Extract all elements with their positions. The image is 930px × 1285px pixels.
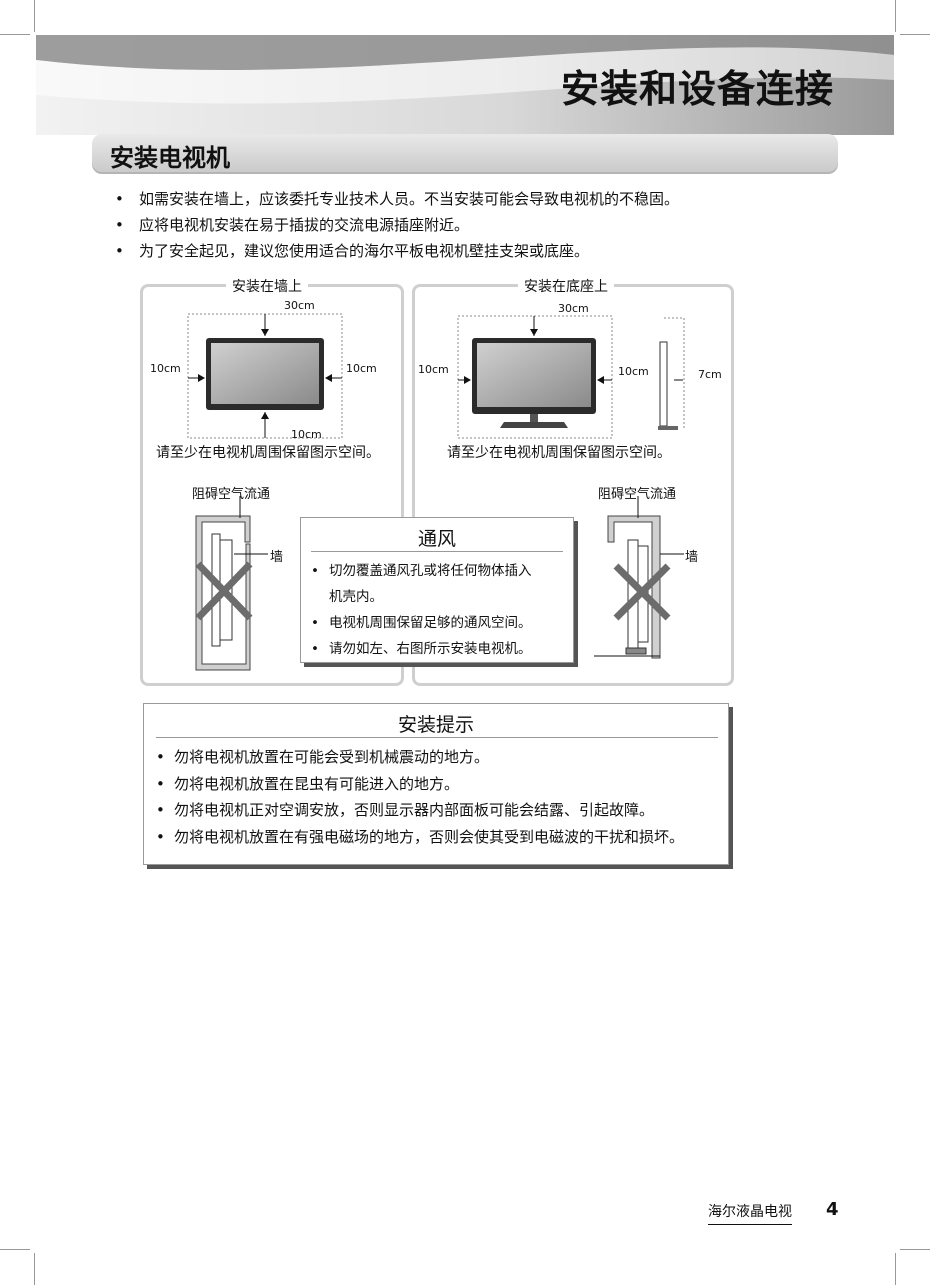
ventilation-box: 通风 切勿覆盖通风孔或将任何物体插入 机壳内。 电视机周围保留足够的通风空间。 … [300, 517, 574, 663]
stand-wall-label: 墙 [685, 550, 699, 565]
stand-panel-title: 安装在底座上 [518, 276, 614, 296]
divider [156, 737, 718, 738]
crop-mark [34, 0, 35, 32]
wall-right-clearance: 10cm [346, 362, 377, 375]
stand-left-clearance: 10cm [418, 363, 449, 376]
divider [311, 551, 563, 552]
stand-rear-clearance: 7cm [698, 368, 722, 381]
list-item: 切勿覆盖通风孔或将任何物体插入 [311, 558, 567, 584]
crop-mark [900, 34, 930, 35]
wall-clearance-diagram [187, 313, 343, 671]
list-item: 电视机周围保留足够的通风空间。 [311, 610, 567, 636]
wall-label: 墙 [270, 550, 284, 565]
crop-mark [0, 1249, 30, 1250]
stand-top-clearance: 30cm [558, 302, 589, 315]
list-item-continuation: 机壳内。 [329, 589, 383, 605]
tips-title: 安装提示 [397, 714, 474, 736]
wall-left-clearance: 10cm [150, 362, 181, 375]
wall-blocked-label: 阻碍空气流通 [192, 487, 271, 502]
header-band [36, 35, 894, 135]
list-item: 勿将电视机放置在昆虫有可能进入的地方。 [156, 771, 726, 798]
tips-list: 勿将电视机放置在可能会受到机械震动的地方。 勿将电视机放置在昆虫有可能进入的地方… [156, 744, 726, 850]
intro-bullet-list: 如需安装在墙上，应该委托专业技术人员。不当安装可能会导致电视机的不稳固。 应将电… [115, 186, 835, 264]
page-number: 4 [826, 1199, 839, 1220]
section-heading-bar [92, 134, 838, 174]
section-title: 安装电视机 [110, 144, 230, 172]
crop-mark [34, 1253, 35, 1285]
wall-caption: 请至少在电视机周围保留图示空间。 [156, 445, 380, 461]
page-title: 安装和设备连接 [560, 67, 834, 111]
stand-blocked-label: 阻碍空气流通 [598, 487, 677, 502]
crop-mark [0, 34, 30, 35]
footer-brand: 海尔液晶电视 [708, 1201, 792, 1225]
stand-clearance-diagram [457, 315, 685, 659]
installation-tips-box: 安装提示 勿将电视机放置在可能会受到机械震动的地方。 勿将电视机放置在昆虫有可能… [143, 703, 729, 865]
ventilation-title: 通风 [417, 528, 456, 550]
list-item: 应将电视机安装在易于插拔的交流电源插座附近。 [115, 212, 835, 238]
ventilation-list: 切勿覆盖通风孔或将任何物体插入 机壳内。 电视机周围保留足够的通风空间。 请勿如… [311, 558, 567, 662]
crop-mark [900, 1249, 930, 1250]
stand-caption: 请至少在电视机周围保留图示空间。 [447, 445, 671, 461]
wall-panel-title: 安装在墙上 [226, 276, 308, 296]
list-item: 勿将电视机放置在可能会受到机械震动的地方。 [156, 744, 726, 771]
list-item: 为了安全起见，建议您使用适合的海尔平板电视机壁挂支架或底座。 [115, 238, 835, 264]
crop-mark [895, 0, 896, 32]
stand-right-clearance: 10cm [618, 365, 649, 378]
list-item: 勿将电视机放置在有强电磁场的地方，否则会使其受到电磁波的干扰和损坏。 [156, 824, 726, 851]
wall-bottom-clearance: 10cm [291, 428, 322, 441]
list-item: 勿将电视机正对空调安放，否则显示器内部面板可能会结露、引起故障。 [156, 797, 726, 824]
list-item: 如需安装在墙上，应该委托专业技术人员。不当安装可能会导致电视机的不稳固。 [115, 186, 835, 212]
list-item: 请勿如左、右图所示安装电视机。 [311, 636, 567, 662]
crop-mark [895, 1253, 896, 1285]
wall-top-clearance: 30cm [284, 299, 315, 312]
